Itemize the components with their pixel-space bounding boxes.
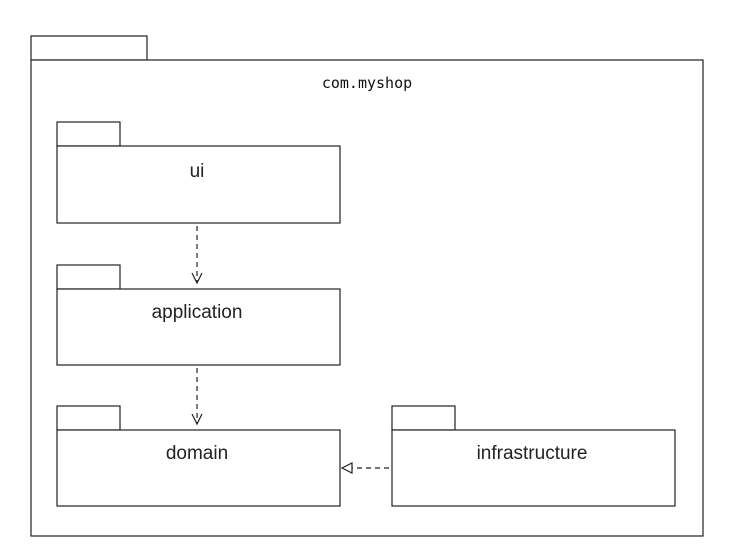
package-tab <box>56 405 121 431</box>
package-body <box>56 288 341 366</box>
open-arrowhead-icon <box>191 413 203 426</box>
package-tab <box>56 121 121 147</box>
package-ui[interactable]: ui <box>56 121 341 224</box>
dependency-ui-to-application[interactable] <box>191 226 203 285</box>
open-arrowhead-icon <box>191 272 203 285</box>
package-domain[interactable]: domain <box>56 405 341 507</box>
package-tab <box>56 264 121 290</box>
hollow-arrowhead-icon <box>340 462 353 474</box>
package-application[interactable]: application <box>56 264 341 366</box>
package-name-ui: ui <box>190 161 205 182</box>
package-tab <box>391 405 456 431</box>
package-name-application: application <box>152 302 243 323</box>
package-name-com-myshop: com.myshop <box>322 74 412 92</box>
package-name-domain: domain <box>166 443 228 464</box>
package-tab <box>30 35 148 61</box>
package-body <box>56 429 341 507</box>
package-body <box>391 429 676 507</box>
package-body <box>56 145 341 224</box>
package-name-infrastructure: infrastructure <box>477 443 588 464</box>
dependency-application-to-domain[interactable] <box>191 368 203 426</box>
package-infrastructure[interactable]: infrastructure <box>391 405 676 507</box>
dependency-infrastructure-to-domain[interactable] <box>340 462 389 474</box>
